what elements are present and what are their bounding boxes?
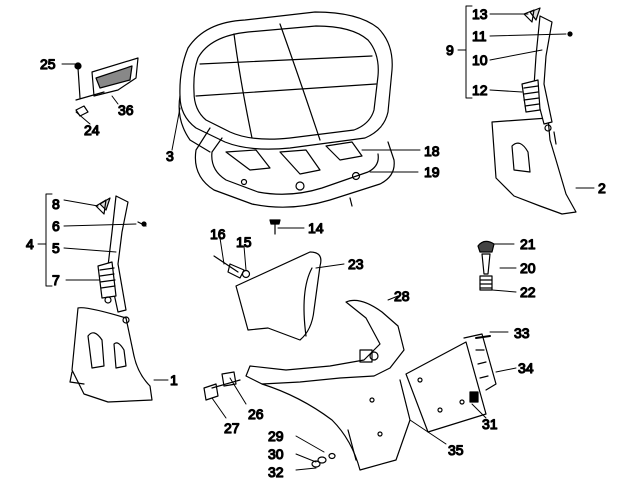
callout-labels: 1 2 3 4 5 6 7 8 9 10 11 12 13 14 15 16 1… (25, 5, 606, 480)
callout-22: 22 (520, 284, 536, 300)
support-pin (477, 240, 495, 291)
callout-12: 12 (472, 82, 488, 98)
left-hinge (95, 195, 147, 324)
callout-15: 15 (236, 234, 252, 250)
callout-29: 29 (268, 428, 284, 444)
rear-light-bracket (74, 57, 139, 117)
callout-11: 11 (472, 28, 487, 44)
leader-lines (37, 5, 595, 471)
callout-5: 5 (52, 240, 60, 256)
callout-6: 6 (52, 218, 60, 234)
callout-2: 2 (598, 180, 606, 196)
rear-carrier (194, 127, 395, 208)
callout-21: 21 (520, 236, 536, 252)
rear-mudguard (245, 299, 411, 471)
washers-30-32 (311, 452, 336, 468)
callout-10: 10 (472, 52, 488, 68)
bolt-27 (203, 371, 241, 401)
callout-26: 26 (248, 406, 264, 422)
callout-1: 1 (170, 372, 178, 388)
callout-18: 18 (424, 143, 440, 159)
callout-34: 34 (518, 360, 534, 376)
right-hinge (521, 7, 573, 145)
plate-holder (405, 333, 497, 433)
right-mudguard (491, 117, 577, 215)
callout-31: 31 (482, 416, 498, 432)
callout-27: 27 (224, 420, 240, 436)
callout-23: 23 (348, 256, 364, 272)
left-mudguard (69, 307, 153, 403)
top-case (178, 11, 393, 153)
license-plate-cover (213, 251, 322, 341)
callout-28: 28 (394, 288, 410, 304)
callout-4: 4 (26, 236, 34, 252)
callout-13: 13 (472, 6, 488, 22)
callout-33: 33 (514, 325, 530, 341)
callout-25: 25 (40, 56, 56, 72)
callout-35: 35 (448, 442, 464, 458)
callout-16: 16 (210, 226, 226, 242)
callout-24: 24 (84, 122, 100, 138)
callout-30: 30 (268, 446, 284, 462)
callout-8: 8 (52, 196, 60, 212)
callout-7: 7 (52, 272, 60, 288)
callout-9: 9 (446, 42, 454, 58)
callout-3: 3 (166, 148, 174, 164)
screw-14 (269, 219, 281, 235)
callout-19: 19 (424, 164, 440, 180)
callout-20: 20 (520, 260, 536, 276)
callout-14: 14 (308, 220, 324, 236)
callout-32: 32 (268, 464, 284, 480)
callout-36: 36 (118, 102, 134, 118)
